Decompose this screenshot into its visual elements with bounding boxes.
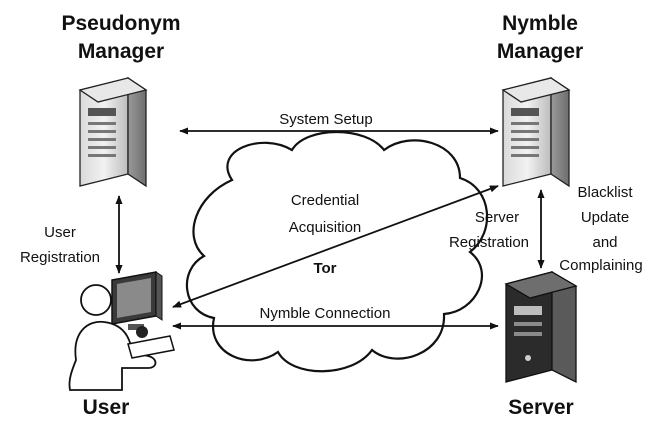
credential-acquisition-label-line1: Credential bbox=[291, 192, 359, 209]
user-title: User bbox=[83, 396, 130, 419]
server-title: Server bbox=[508, 396, 573, 419]
server-registration-label-line2: Registration bbox=[449, 234, 529, 251]
nymble-manager-title-line2: Manager bbox=[497, 40, 583, 63]
nymble-manager-server-icon bbox=[501, 76, 571, 188]
nymble-connection-label: Nymble Connection bbox=[260, 305, 391, 322]
server-tower-icon bbox=[504, 270, 578, 384]
credential-acquisition-arrow bbox=[172, 185, 499, 308]
blacklist-label-line2: Update bbox=[581, 209, 629, 226]
server-registration-label-line1: Server bbox=[475, 209, 519, 226]
blacklist-label-line3: and bbox=[592, 234, 617, 251]
pseudonym-manager-title-line2: Manager bbox=[78, 40, 164, 63]
user-registration-label-line2: Registration bbox=[20, 249, 100, 266]
user-at-computer-icon bbox=[68, 271, 175, 391]
nymble-manager-title-line1: Nymble bbox=[502, 12, 578, 35]
pseudonym-manager-title-line1: Pseudonym bbox=[61, 12, 180, 35]
tor-cloud-icon bbox=[185, 131, 489, 373]
pseudonym-manager-server-icon bbox=[78, 76, 148, 188]
blacklist-label-line1: Blacklist bbox=[577, 184, 633, 201]
tor-label: Tor bbox=[313, 260, 336, 277]
blacklist-label-line4: Complaining bbox=[559, 257, 642, 274]
credential-acquisition-label-line2: Acquisition bbox=[289, 219, 362, 236]
system-setup-label: System Setup bbox=[279, 111, 372, 128]
user-registration-label-line1: User bbox=[44, 224, 76, 241]
